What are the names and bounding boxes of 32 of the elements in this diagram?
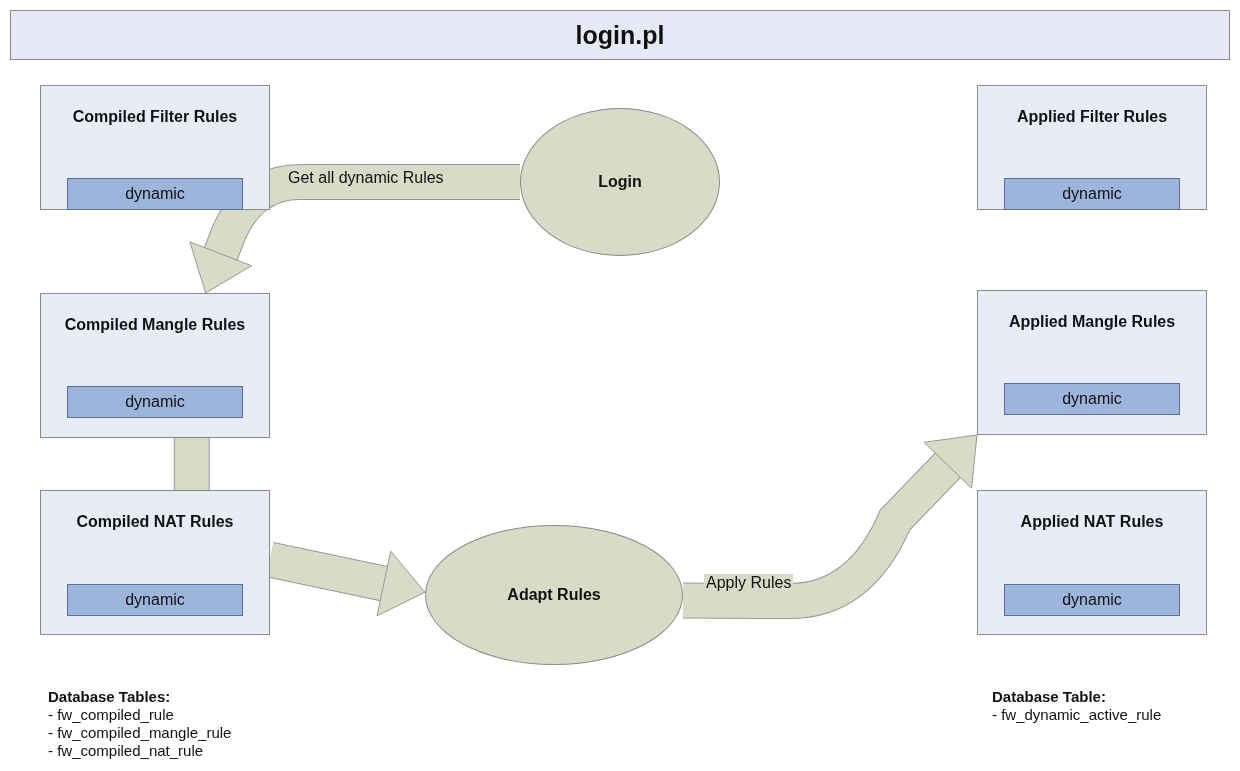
- block-arrow: [682, 434, 978, 619]
- box-heading: Applied Filter Rules: [1015, 108, 1169, 126]
- note-heading: Database Tables:: [48, 688, 171, 705]
- rules-box: [40, 85, 270, 210]
- note-line: - fw_compiled_nat_rule: [48, 742, 204, 759]
- process-ellipse: Adapt Rules: [425, 525, 683, 665]
- note-line: - fw_compiled_rule: [48, 706, 174, 723]
- edge-label: Apply Rules: [704, 574, 794, 592]
- box-heading: Compiled Mangle Rules: [63, 316, 247, 334]
- rules-box: [977, 490, 1207, 635]
- title-band: login.pl: [10, 10, 1230, 60]
- field-bar: dynamic: [67, 178, 243, 210]
- box-heading: Compiled NAT Rules: [75, 513, 235, 531]
- field-bar: dynamic: [67, 584, 243, 616]
- rules-box: [40, 293, 270, 438]
- rules-box: [977, 290, 1207, 435]
- field-bar: dynamic: [1004, 383, 1180, 415]
- box-heading: Applied NAT Rules: [1019, 513, 1165, 531]
- note-heading: Database Table:: [992, 688, 1106, 705]
- field-bar: dynamic: [67, 386, 243, 418]
- field-bar: dynamic: [1004, 584, 1180, 616]
- block-arrow: [189, 164, 520, 294]
- box-heading: Compiled Filter Rules: [71, 108, 239, 126]
- rules-box: [977, 85, 1207, 210]
- box-heading: Applied Mangle Rules: [1007, 313, 1177, 331]
- note-line: - fw_compiled_mangle_rule: [48, 724, 232, 741]
- field-bar: dynamic: [1004, 178, 1180, 210]
- rules-box: [40, 490, 270, 635]
- edge-label: Get all dynamic Rules: [286, 169, 446, 187]
- connector-bar: [173, 438, 210, 490]
- process-ellipse: Login: [520, 108, 720, 256]
- note-line: - fw_dynamic_active_rule: [992, 706, 1162, 723]
